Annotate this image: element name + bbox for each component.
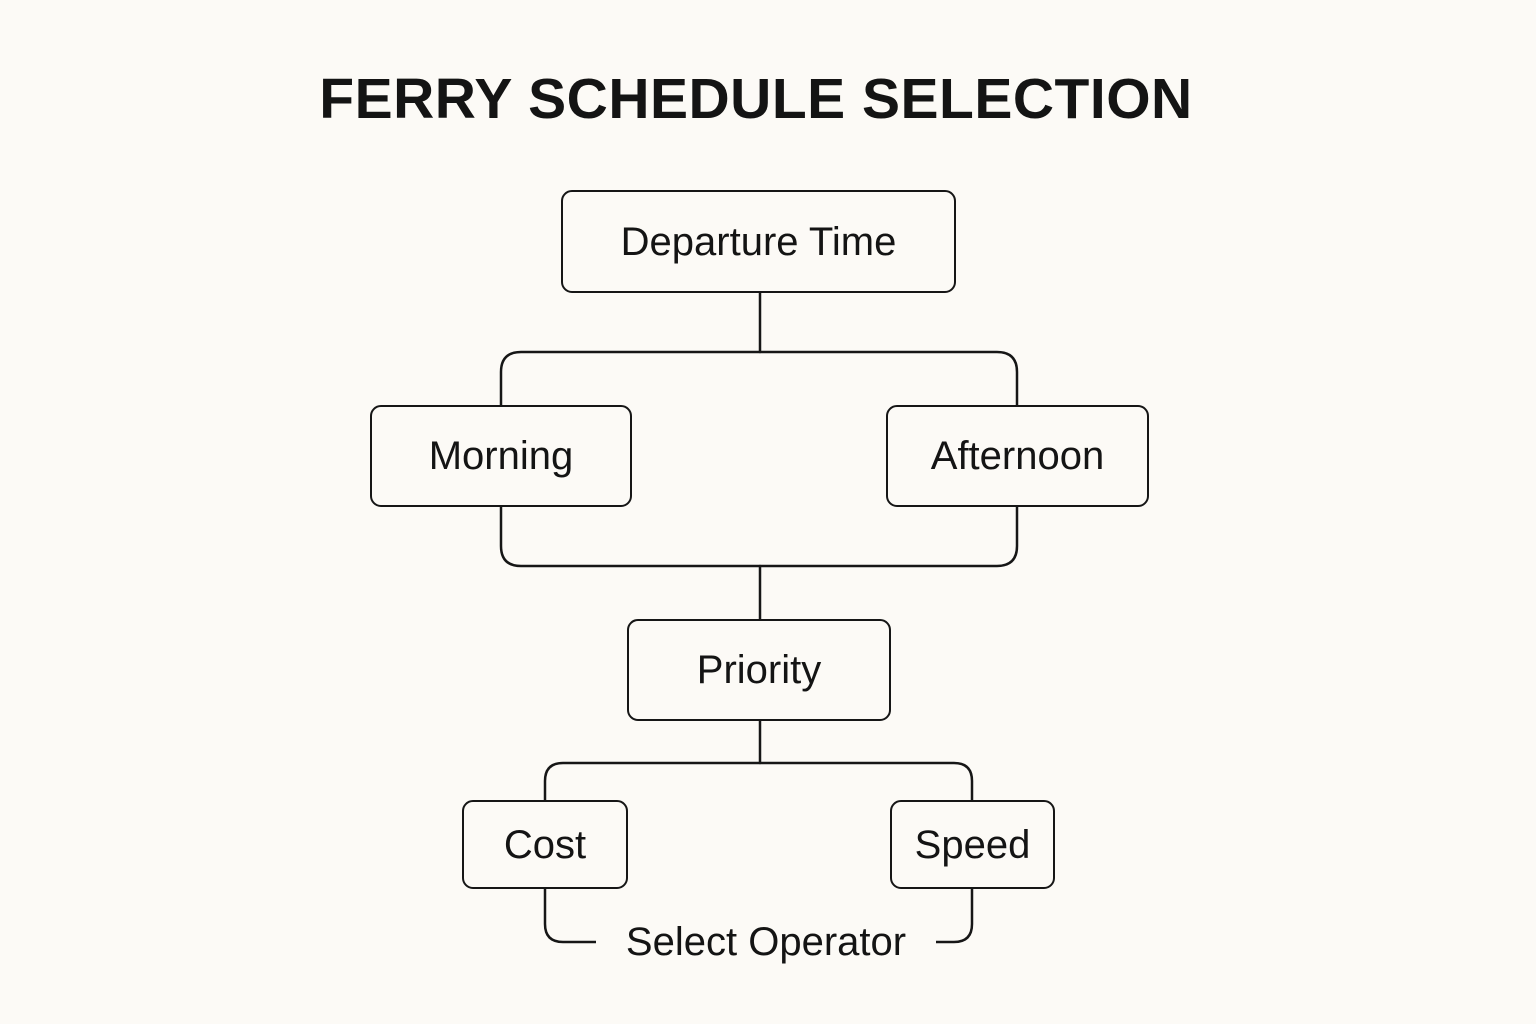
node-afternoon: Afternoon [886,405,1149,507]
connector-split-top [499,350,1019,408]
node-morning-label: Morning [428,434,574,478]
diagram-title: FERRY SCHEDULE SELECTION [319,67,1193,131]
node-morning: Morning [370,405,632,507]
node-speed-label: Speed [914,822,1031,867]
connector-split-bottom [543,761,974,803]
node-cost-label: Cost [503,822,587,867]
node-departure-time-label: Departure Time [620,219,897,264]
node-priority-label: Priority [696,648,822,692]
node-speed: Speed [890,800,1055,889]
node-cost: Cost [462,800,628,889]
select-operator-label: Select Operator [596,914,936,970]
connector-merge-bottom [499,504,1019,568]
node-departure-time: Departure Time [561,190,956,293]
node-afternoon-label: Afternoon [930,434,1105,478]
node-priority: Priority [627,619,891,721]
